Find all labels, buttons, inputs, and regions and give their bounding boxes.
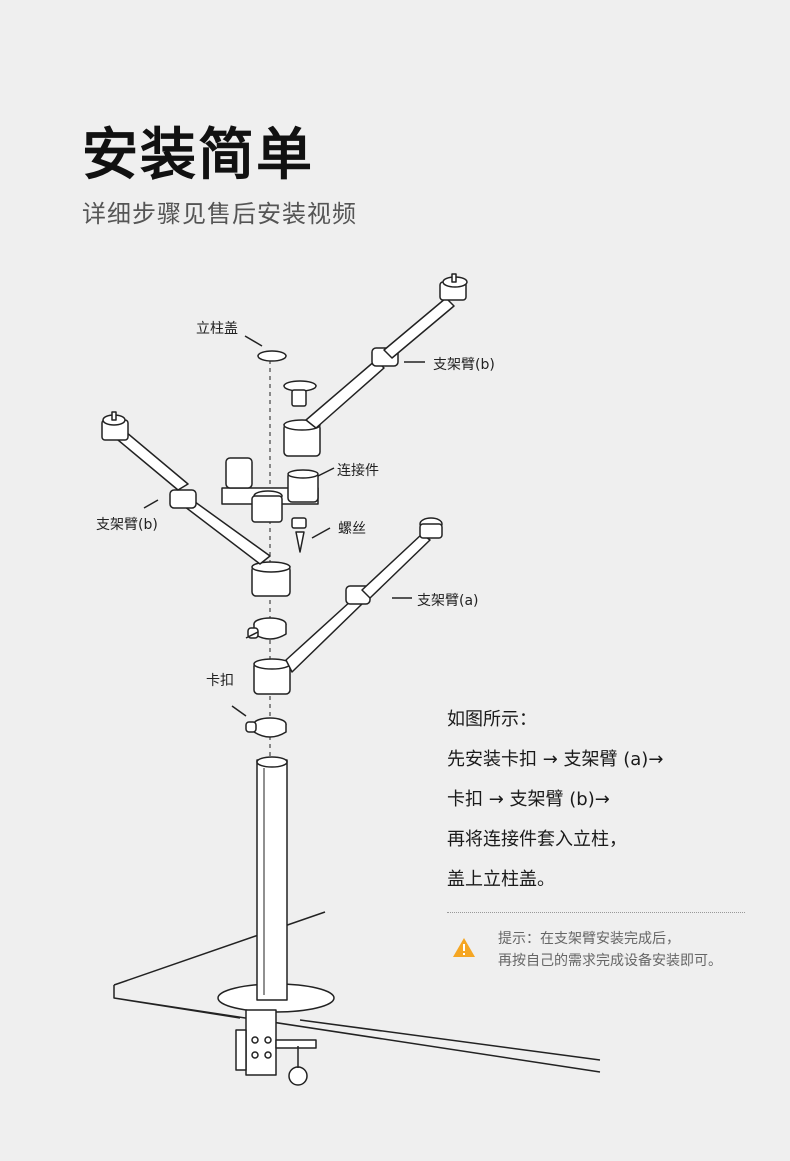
pole [256,759,288,1001]
clamp-knob [288,1066,308,1086]
label-connector: 连接件 [337,463,379,479]
desk [113,911,601,1073]
warning-icon [453,938,475,957]
tip-line-2: 再按自己的需求完成设备安装即可。 [498,953,722,969]
screw [291,517,307,529]
arm-a [285,599,363,673]
page-subtitle: 详细步骤见售后安装视频 [82,200,357,228]
step-line-3: 卡扣 → 支架臂 (b)→ [447,789,610,810]
label-post-cap: 立柱盖 [196,321,238,337]
step-line-1: 如图所示： [447,709,537,730]
label-arm-b-left: 支架臂(b) [96,517,158,533]
tip-line-1: 提示：在支架臂安装完成后， [498,931,680,947]
instruction-steps: 如图所示： 先安装卡扣 → 支架臂 (a)→ 卡扣 → 支架臂 (b)→ 再将连… [447,700,767,900]
step-line-4: 再将连接件套入立柱， [447,829,627,850]
step-line-2: 先安装卡扣 → 支架臂 (a)→ [447,749,664,770]
step-line-5: 盖上立柱盖。 [447,869,555,890]
post-cap [257,350,287,362]
arm-b-right [305,359,385,429]
label-arm-b-top: 支架臂(b) [433,357,495,373]
tip-divider [447,912,745,913]
label-screw: 螺丝 [338,521,366,537]
desk-clamp [245,1009,277,1076]
label-arm-a: 支架臂(a) [417,593,479,609]
label-clip: 卡扣 [206,673,234,689]
page-title: 安装简单 [82,123,314,188]
